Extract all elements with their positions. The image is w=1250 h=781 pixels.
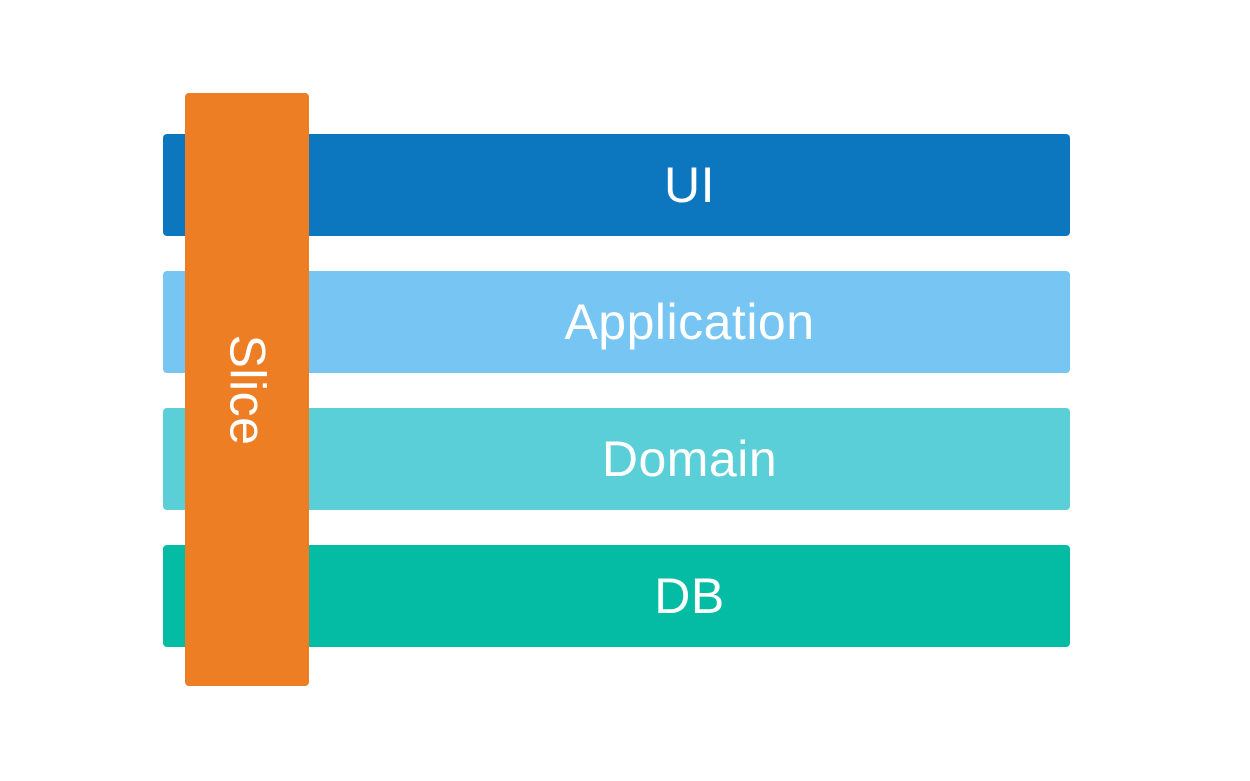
layer-bar-application[interactable]: Application	[163, 271, 1070, 373]
layer-bar-domain[interactable]: Domain	[163, 408, 1070, 510]
layer-label-domain: Domain	[601, 431, 778, 487]
slice-bar[interactable]: Slice	[185, 93, 309, 686]
layer-bar-db[interactable]: DB	[163, 545, 1070, 647]
layer-label-ui: UI	[664, 157, 715, 213]
layer-label-application: Application	[564, 294, 815, 350]
slice-label: Slice	[219, 334, 275, 445]
layer-label-db: DB	[654, 568, 725, 624]
layer-bar-ui[interactable]: UI	[163, 134, 1070, 236]
